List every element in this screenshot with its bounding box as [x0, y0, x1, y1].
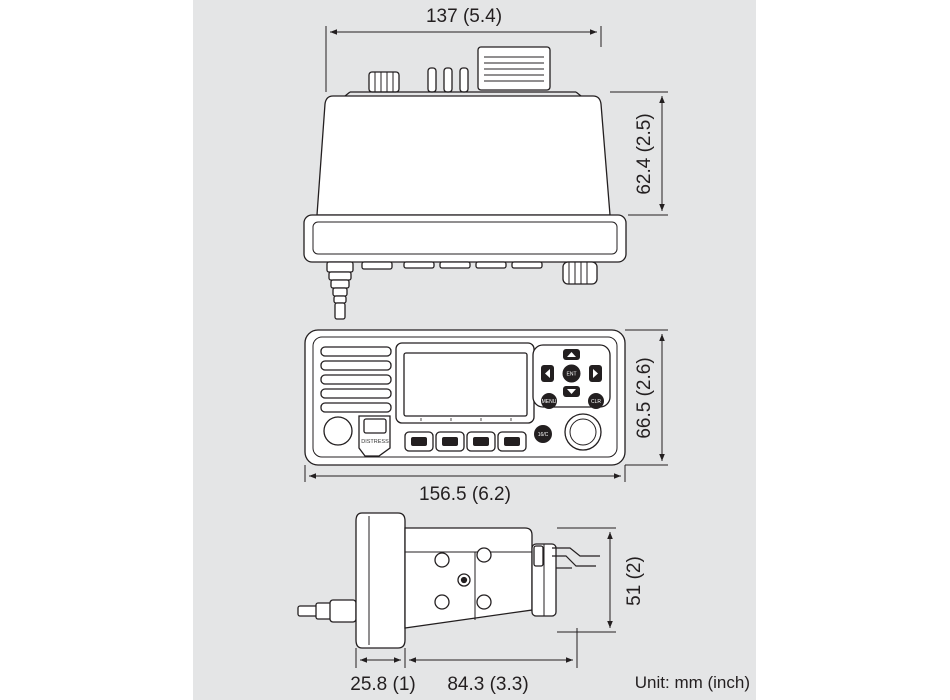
rear-knob	[368, 71, 400, 93]
mic-cable-connector	[326, 261, 354, 320]
menu-label: MENU	[542, 399, 557, 405]
distress-key	[358, 415, 391, 457]
softkey-faces	[411, 437, 520, 446]
lcd-display	[403, 352, 528, 417]
side-view	[297, 512, 600, 649]
dim-top-width: 137 (5.4)	[426, 6, 502, 27]
dial-knob-profile	[562, 261, 598, 285]
ent-label: ENT	[567, 372, 577, 378]
speaker-grille	[320, 346, 392, 413]
side-bezel	[355, 512, 406, 649]
front-view	[304, 329, 626, 466]
antenna-leads	[552, 547, 600, 569]
bracket-knobs	[434, 547, 492, 610]
dim-front-width: 156.5 (6.2)	[419, 484, 511, 505]
volume-knob	[323, 416, 353, 446]
sixteen-c-label: 16/C	[538, 432, 549, 438]
front-panel-inner	[312, 336, 618, 458]
rear-connector-posts	[427, 67, 469, 93]
dim-side-body-depth: 84.3 (3.3)	[447, 674, 528, 695]
unit-label: Unit: mm (inch)	[635, 673, 750, 692]
dim-front-height: 66.5 (2.6)	[634, 357, 655, 438]
dim-side-bezel-depth: 25.8 (1)	[350, 674, 415, 695]
rear-cylinder	[531, 543, 557, 617]
front-buttons-profile	[361, 261, 543, 270]
side-cable	[297, 599, 357, 623]
dim-side-height: 51 (2)	[624, 556, 645, 606]
side-view-dimensions	[355, 527, 616, 668]
heat-sink	[477, 46, 551, 91]
front-view-dimensions	[304, 329, 668, 482]
top-view-dimensions	[325, 26, 668, 216]
main-body	[316, 95, 611, 216]
dim-top-height: 62.4 (2.5)	[634, 113, 655, 194]
top-view	[303, 46, 627, 320]
distress-label: DISTRESS	[361, 439, 389, 445]
clr-label: CLR	[591, 399, 601, 405]
